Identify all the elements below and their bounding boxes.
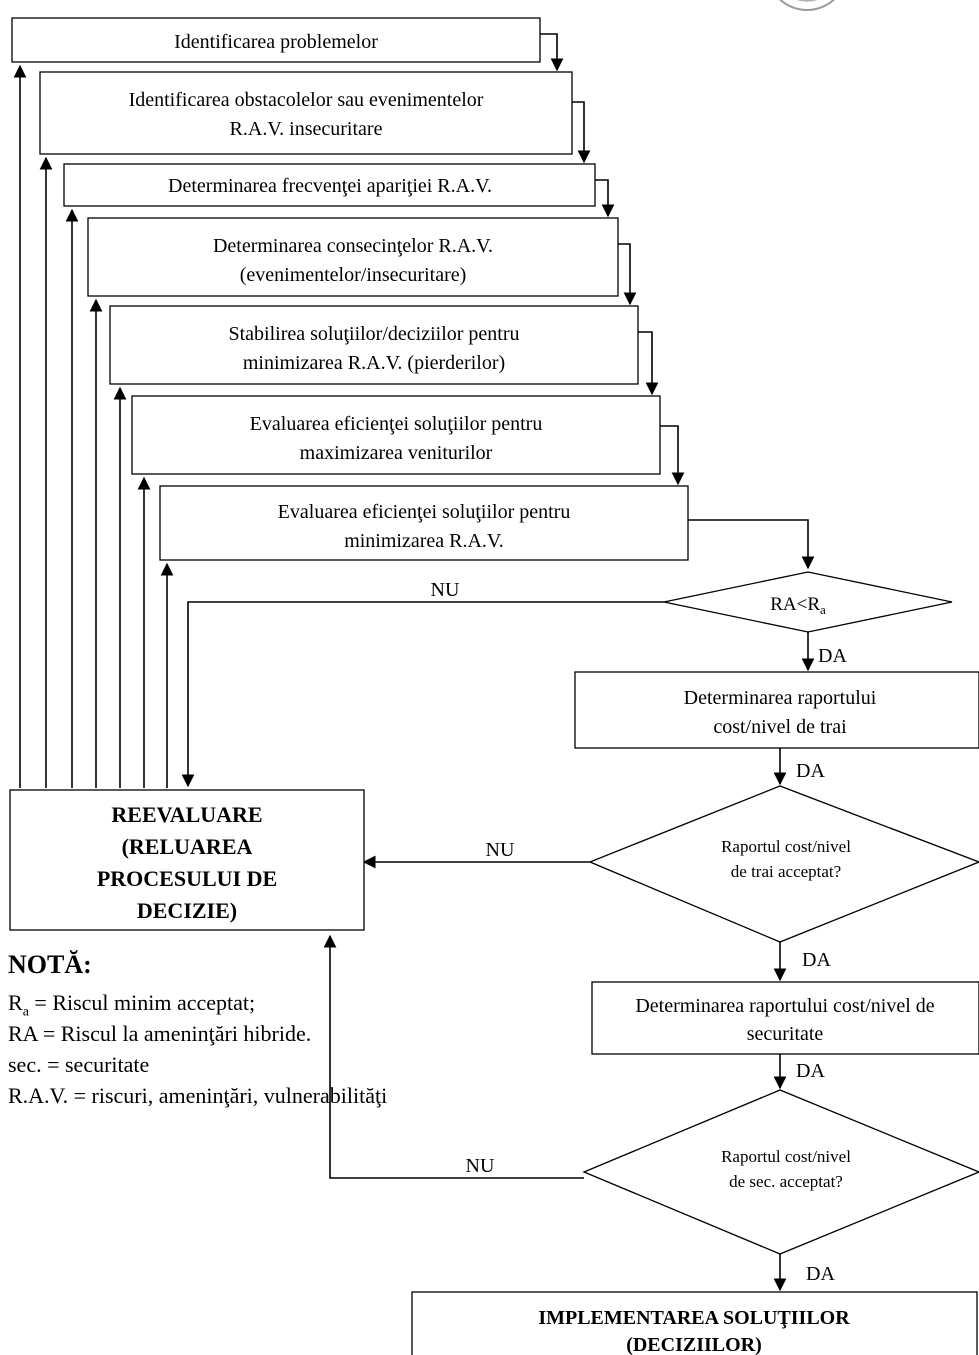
decision-cost-sec-acceptat: Raportul cost/nivel de sec. acceptat? bbox=[582, 1089, 979, 1255]
box-cost-trai-line1: Determinarea raportului bbox=[684, 687, 877, 709]
step-7-label-line2: minimizarea R.A.V. bbox=[344, 530, 504, 552]
edge-da-4-label: DA bbox=[796, 1060, 825, 1082]
step-box-6: Evaluarea eficienţei soluţiilor pentru m… bbox=[131, 395, 661, 475]
edge-da-1-label: DA bbox=[818, 645, 847, 667]
decision-3-line1: Raportul cost/nivel bbox=[721, 1147, 851, 1166]
decision-3-line2: de sec. acceptat? bbox=[729, 1172, 843, 1191]
edge-nu-2-label: NU bbox=[486, 839, 515, 861]
note-line-2: RA = Riscul la ameninţări hibride. bbox=[8, 1021, 312, 1046]
note-ra-text: = Riscul minim acceptat; bbox=[28, 990, 256, 1015]
implementare-line1: IMPLEMENTAREA SOLUŢIILOR bbox=[538, 1307, 850, 1329]
step-4-label-line1: Determinarea consecinţelor R.A.V. bbox=[213, 235, 493, 257]
step-box-4: Determinarea consecinţelor R.A.V. (eveni… bbox=[87, 217, 619, 297]
step-2-label-line1: Identificarea obstacolelor sau eveniment… bbox=[129, 89, 484, 111]
edge-da-2-label: DA bbox=[796, 760, 825, 782]
academy-seal-logo bbox=[779, 0, 835, 11]
step-6-label-line1: Evaluarea eficienţei soluţiilor pentru bbox=[250, 413, 543, 435]
note-line-ra: Ra = Riscul minim acceptat; bbox=[8, 990, 256, 1020]
box-cost-nivel-trai: Determinarea raportului cost/nivel de tr… bbox=[574, 671, 979, 749]
reevaluare-line4: DECIZIE) bbox=[137, 898, 237, 923]
note-line-3: sec. = securitate bbox=[8, 1052, 150, 1077]
reevaluare-line2: (RELUAREA bbox=[122, 834, 253, 859]
step-1-label: Identificarea problemelor bbox=[174, 31, 378, 53]
step-7-label-line1: Evaluarea eficienţei soluţiilor pentru bbox=[278, 501, 571, 523]
box-cost-nivel-securitate: Determinarea raportului cost/nivel de se… bbox=[591, 981, 979, 1055]
edge-nu-1 bbox=[181, 601, 664, 788]
decision-2-line2: de trai acceptat? bbox=[731, 862, 841, 881]
decision-cost-trai-acceptat: Raportul cost/nivel de trai acceptat? bbox=[588, 785, 979, 943]
edge-nu-1-label: NU bbox=[431, 579, 460, 601]
decision-2-line1: Raportul cost/nivel bbox=[721, 837, 851, 856]
edge-nu-3-label: NU bbox=[466, 1155, 495, 1177]
box-cost-sec-line1: Determinarea raportului cost/nivel de bbox=[635, 995, 934, 1017]
step-5-label-line1: Stabilirea soluţiilor/deciziilor pentru bbox=[228, 323, 519, 345]
note-title: NOTĂ: bbox=[8, 950, 92, 979]
edge-nu-3 bbox=[323, 934, 584, 1179]
reevaluare-line1: REEVALUARE bbox=[111, 802, 262, 827]
step-box-3: Determinarea frecvenţei apariţiei R.A.V. bbox=[63, 163, 596, 207]
cascade-arrows bbox=[540, 33, 815, 570]
step-box-5: Stabilirea soluţiilor/deciziilor pentru … bbox=[109, 305, 639, 385]
step-box-2: Identificarea obstacolelor sau eveniment… bbox=[39, 71, 573, 155]
note-ra-subscript: a bbox=[22, 1004, 29, 1020]
feedback-arrows bbox=[13, 64, 174, 788]
reevaluare-box: REEVALUARE (RELUAREA PROCESULUI DE DECIZ… bbox=[9, 789, 365, 931]
edge-da-3-label: DA bbox=[802, 949, 831, 971]
step-2-label-line2: R.A.V. insecuritare bbox=[230, 118, 383, 140]
step-6-label-line2: maximizarea veniturilor bbox=[300, 442, 493, 464]
reevaluare-line3: PROCESULUI DE bbox=[97, 866, 277, 891]
edge-da-5-label: DA bbox=[806, 1263, 835, 1285]
step-3-label: Determinarea frecvenţei apariţiei R.A.V. bbox=[168, 175, 492, 197]
box-cost-trai-line2: cost/nivel de trai bbox=[713, 716, 847, 738]
step-4-label-line2: (evenimentelor/insecuritare) bbox=[240, 264, 467, 286]
implementare-box: IMPLEMENTAREA SOLUŢIILOR (DECIZIILOR) bbox=[411, 1291, 978, 1355]
note-line-4: R.A.V. = riscuri, ameninţări, vulnerabil… bbox=[8, 1083, 388, 1108]
decision-ra-ra-label: RA<Ra bbox=[770, 594, 826, 617]
step-box-1: Identificarea problemelor bbox=[11, 17, 541, 63]
step-box-7: Evaluarea eficienţei soluţiilor pentru m… bbox=[159, 485, 689, 561]
box-cost-sec-line2: securitate bbox=[747, 1023, 824, 1045]
decision-ra-ra: RA<Ra bbox=[663, 571, 953, 633]
implementare-line2: (DECIZIILOR) bbox=[626, 1334, 762, 1355]
step-5-label-line2: minimizarea R.A.V. (pierderilor) bbox=[243, 352, 505, 374]
